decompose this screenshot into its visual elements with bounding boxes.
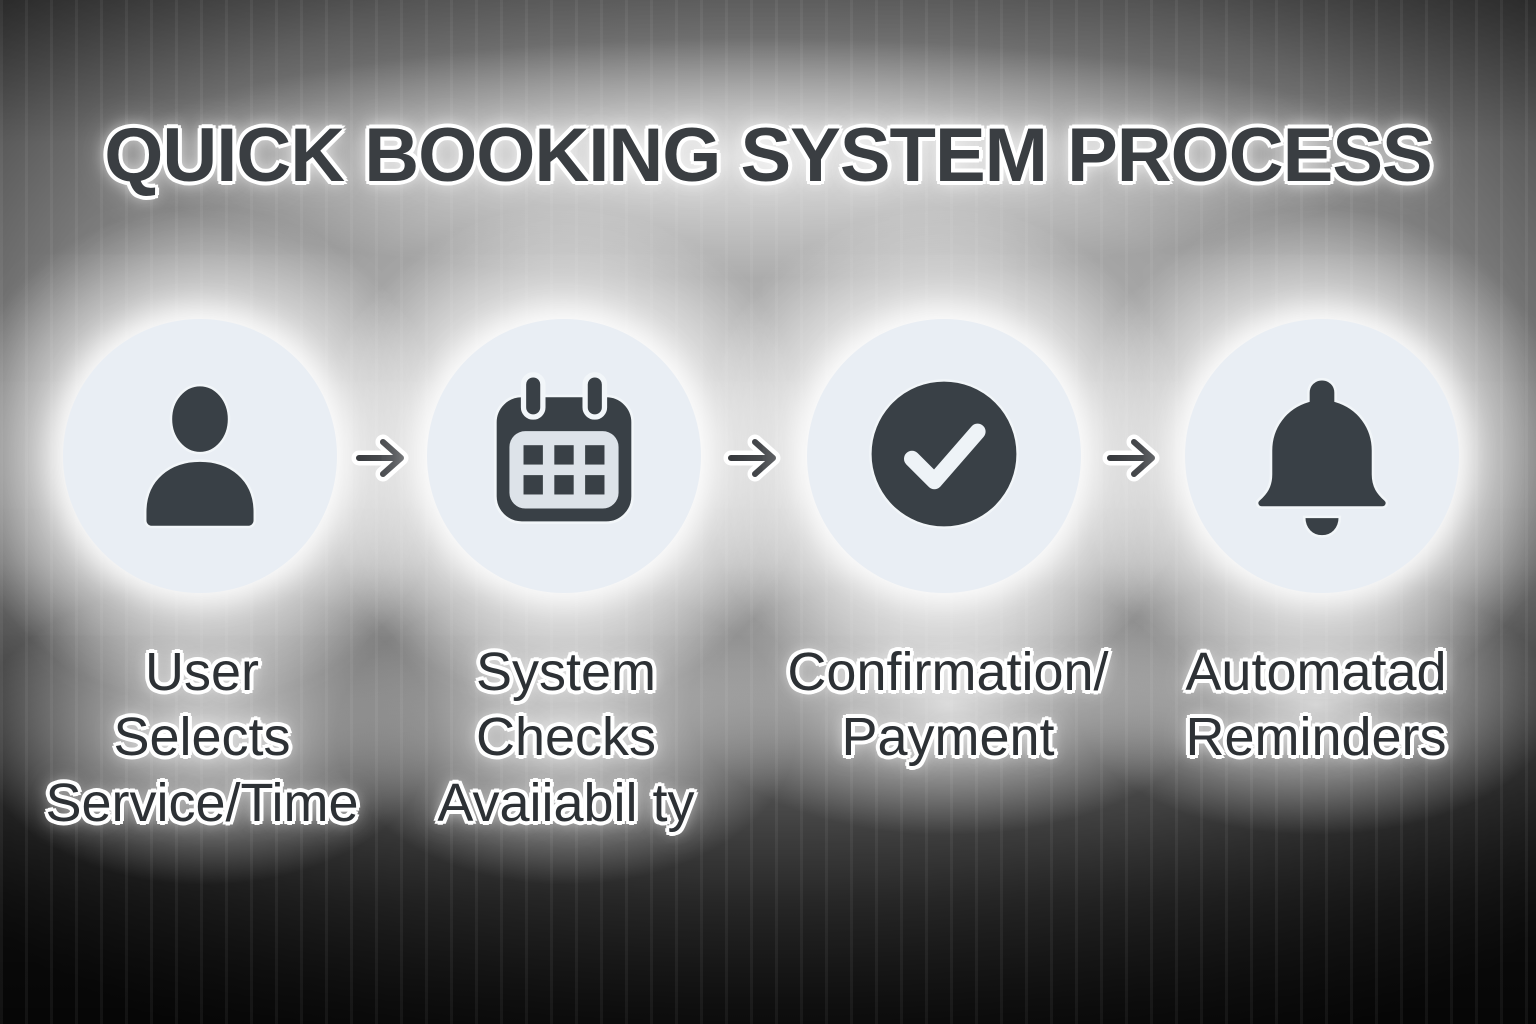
check-circle-icon [864,374,1024,539]
calendar-icon [476,366,652,547]
step-1-label: User Selects Service/Time [45,642,359,833]
page-title: QUICK BOOKING SYSTEM PROCESS [104,113,1433,198]
user-icon [117,371,283,542]
step-1-circle [63,319,337,593]
arrow-right-icon [350,430,414,486]
step-3-label: Confirmation/ Payment [787,642,1109,768]
step-2-circle [427,319,701,593]
step-2-label: System Checks Avaiiabil ty [437,642,695,833]
step-3-circle [807,319,1081,593]
step-4-label: Automatad Reminders [1185,642,1447,768]
step-4-circle [1185,319,1459,593]
bell-icon [1237,369,1407,544]
arrow-right-icon [722,430,786,486]
arrow-right-icon [1101,430,1165,486]
